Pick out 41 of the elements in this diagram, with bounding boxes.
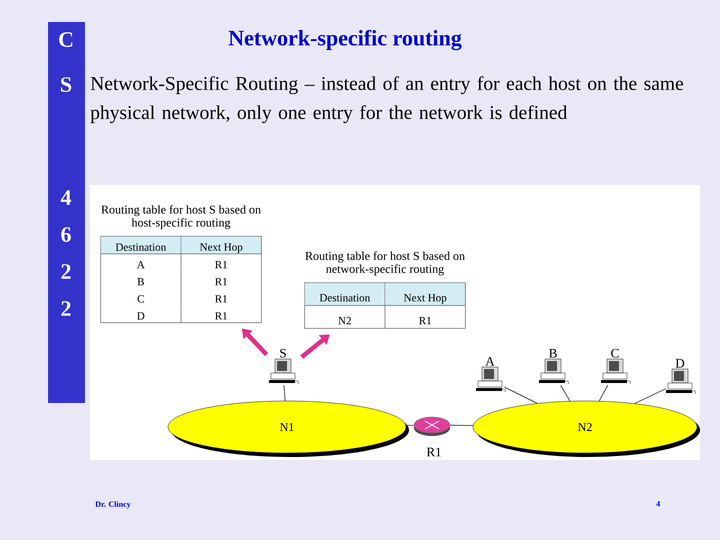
node-label: Routing table for host S based on host-specific routing: [101, 205, 261, 230]
link-line: [634, 388, 666, 404]
link-line: [450, 424, 474, 426]
node-label: D: [137, 312, 144, 320]
link-line: [598, 384, 608, 402]
body-text: Network-Specific Routing – instead of an entry for each host on the same physical network, only one entry for the network is defined: [90, 76, 684, 124]
node-label: A: [136, 260, 145, 268]
computer-drawing: S: [269, 348, 299, 384]
computer-drawing: B: [539, 349, 569, 384]
node-label: R1: [215, 312, 227, 320]
link-line: [504, 386, 538, 404]
node-label: S: [280, 348, 286, 358]
link-line: [560, 384, 570, 402]
router-label: R1: [426, 448, 441, 456]
node-label: A: [485, 357, 495, 366]
node-label: R1: [215, 260, 227, 268]
node-label: R1: [419, 316, 431, 324]
node-label: Destination: [116, 243, 166, 251]
link-line: [284, 384, 286, 402]
node-label: B: [549, 349, 557, 358]
computer-drawing: D: [666, 359, 696, 394]
node-label: N2: [338, 316, 351, 324]
node-label: Next Hop: [404, 294, 446, 304]
node-label: B: [137, 278, 144, 286]
node-label: Destination: [320, 294, 370, 302]
node-label: Next Hop: [200, 243, 242, 253]
node-label: C: [611, 348, 619, 358]
routing-table: Routing table for host S based on host-specific routing Destination Next Hop A R1 B R1 C R1 D R1: [100, 205, 262, 323]
computer-drawing: C: [601, 348, 631, 384]
node-label: R1: [215, 278, 227, 286]
side-band: C S 4 6 2 2: [48, 22, 85, 403]
footer-author: Dr. Clincy: [95, 501, 131, 508]
node-label: R1: [215, 295, 227, 302]
node-label: D: [676, 359, 684, 368]
node-label: C: [138, 295, 144, 303]
node-label: Routing table for host S based on network-specific routing: [305, 251, 465, 276]
page-number: 4: [656, 501, 660, 506]
link-line: [406, 424, 414, 426]
routing-table: Routing table for host S based on network-specific routing Destination Next Hop N2 R1: [304, 251, 466, 329]
computer-drawing: A: [476, 357, 506, 392]
slide-title: Network-specific routing: [228, 30, 462, 50]
